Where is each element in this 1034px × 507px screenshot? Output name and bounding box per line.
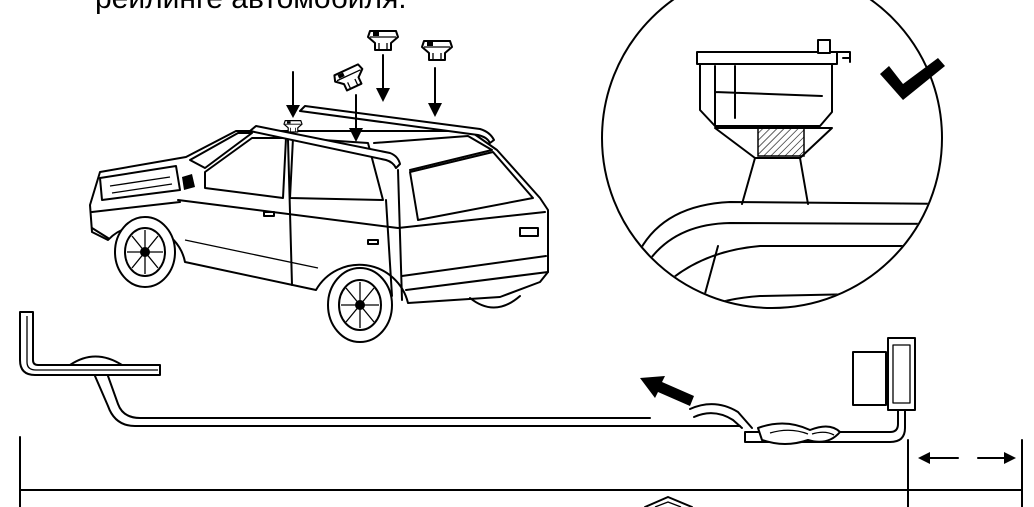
door-seam (287, 139, 293, 286)
rod (94, 375, 753, 429)
rear-window (409, 151, 534, 221)
rail-tube (639, 201, 941, 251)
front-door-window (204, 137, 287, 199)
double-arrow-icon (918, 452, 1016, 464)
left-bracket (19, 311, 161, 376)
side-mirror (182, 174, 195, 190)
right-bracket (744, 337, 916, 445)
down-arrow-icon (376, 54, 390, 102)
door-handle (263, 211, 275, 217)
dimension-lines (19, 436, 1023, 507)
partial-shape (644, 496, 693, 507)
car-illustration (89, 105, 549, 343)
roof-rails (249, 105, 495, 169)
check-mark-icon (880, 58, 945, 100)
rear-wheel (327, 267, 393, 343)
rear-door-window (289, 137, 384, 201)
roof-clamp (367, 30, 399, 51)
front-wheel (114, 216, 176, 288)
down-arrow-icon (349, 94, 363, 142)
windshield (189, 132, 253, 169)
down-arrow-icon (286, 71, 300, 118)
roof-clamp (421, 40, 453, 61)
headlight (99, 165, 181, 201)
roof-clamp (331, 62, 369, 95)
bracket-assembly (19, 311, 916, 445)
clamp-block (852, 351, 887, 406)
insert-arrow-icon (640, 376, 694, 406)
detail-view (601, 0, 945, 309)
mount-plate (887, 337, 916, 411)
down-arrow-icon (428, 67, 442, 117)
caption-text: рейлинге автомобиля. (95, 0, 407, 14)
